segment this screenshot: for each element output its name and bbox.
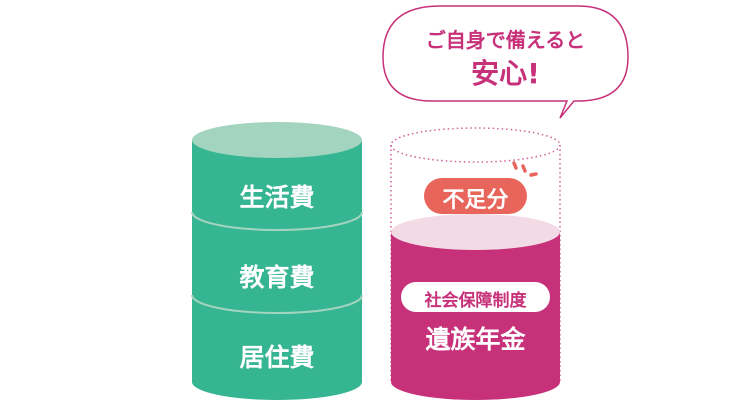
bubble-line-1: ご自身で備えると <box>425 28 586 52</box>
survivor-pension-label: 遺族年金 <box>425 325 526 354</box>
living-expenses-label: 生活費 <box>239 183 315 212</box>
shortfall-badge <box>424 178 527 214</box>
shortfall-outline <box>390 127 561 163</box>
education-expenses-label: 教育費 <box>239 263 315 292</box>
bubble-line-2: 安心! <box>471 57 540 90</box>
shortfall-badge-label: 不足分 <box>442 188 509 213</box>
speech-bubble <box>382 5 629 119</box>
expenses-cylinder <box>191 122 363 400</box>
segment-divider <box>191 294 363 314</box>
income-cylinder <box>390 127 561 401</box>
segment-divider <box>191 211 363 231</box>
housing-expenses-label: 居住費 <box>239 343 315 372</box>
emphasis-marks-icon <box>512 161 538 177</box>
social-security-label: 社会保障制度 <box>424 291 527 311</box>
social-security-pill <box>401 282 550 312</box>
